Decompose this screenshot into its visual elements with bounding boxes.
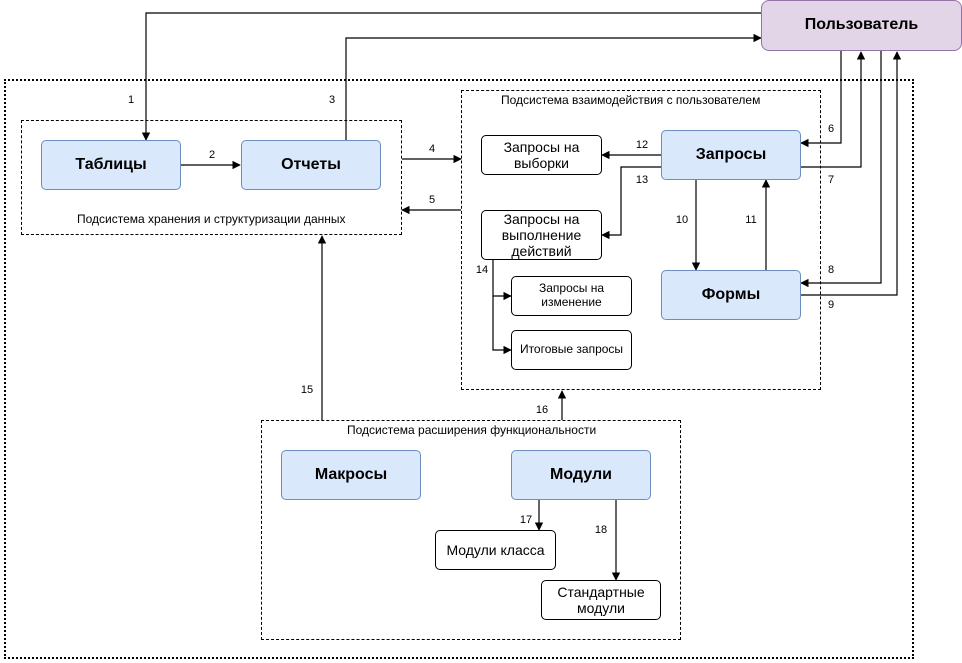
interaction-subsystem-label: Подсистема взаимодействия с пользователе…: [501, 93, 761, 107]
edge-label-5: 5: [428, 194, 436, 206]
edge-label-15: 15: [300, 384, 314, 396]
standard-modules-node: Стандартные модули: [541, 580, 661, 620]
update-queries-node: Запросы на изменение: [511, 276, 632, 316]
forms-node: Формы: [661, 270, 801, 320]
edge-label-8: 8: [827, 264, 835, 276]
extension-subsystem-frame: [261, 420, 681, 640]
reports-node: Отчеты: [241, 140, 381, 190]
queries-node: Запросы: [661, 130, 801, 180]
storage-subsystem-label: Подсистема хранения и структуризации дан…: [77, 212, 346, 226]
user-node: Пользователь: [761, 0, 962, 51]
edge-label-7: 7: [827, 174, 835, 186]
extension-subsystem-label: Подсистема расширения функциональности: [347, 423, 597, 437]
edge-label-2: 2: [208, 149, 216, 161]
edge-label-10: 10: [675, 214, 689, 226]
edge-13: [601, 166, 661, 240]
macros-node: Макросы: [281, 450, 421, 500]
class-modules-node: Модули класса: [435, 530, 556, 570]
edge-9: [801, 51, 902, 296]
modules-node: Модули: [511, 450, 651, 500]
edge-8: [800, 51, 882, 288]
edge-label-1: 1: [127, 94, 135, 106]
edge-label-14: 14: [475, 264, 489, 276]
edge-label-16: 16: [535, 404, 549, 416]
edge-6: [800, 51, 842, 148]
edge-3: [345, 33, 762, 140]
edge-label-9: 9: [827, 299, 835, 311]
interaction-subsystem-frame: [461, 90, 821, 390]
edge-label-11: 11: [745, 214, 757, 226]
edge-label-3: 3: [328, 94, 336, 106]
edge-label-12: 12: [635, 139, 649, 151]
edge-14a: [492, 260, 512, 301]
edge-14b: [492, 296, 512, 355]
edge-1: [141, 12, 761, 141]
storage-subsystem-frame: [21, 120, 402, 235]
edge-label-17: 17: [519, 514, 533, 526]
edge-label-18: 18: [594, 524, 608, 536]
system-boundary: [4, 79, 914, 659]
edge-7: [801, 51, 866, 168]
edge-label-13: 13: [635, 174, 649, 186]
action-queries-node: Запросы на выполнение действий: [481, 210, 602, 260]
tables-node: Таблицы: [41, 140, 181, 190]
edge-label-4: 4: [428, 143, 436, 155]
edge-label-6: 6: [827, 123, 835, 135]
select-queries-node: Запросы на выборки: [481, 135, 602, 175]
total-queries-node: Итоговые запросы: [511, 330, 632, 370]
